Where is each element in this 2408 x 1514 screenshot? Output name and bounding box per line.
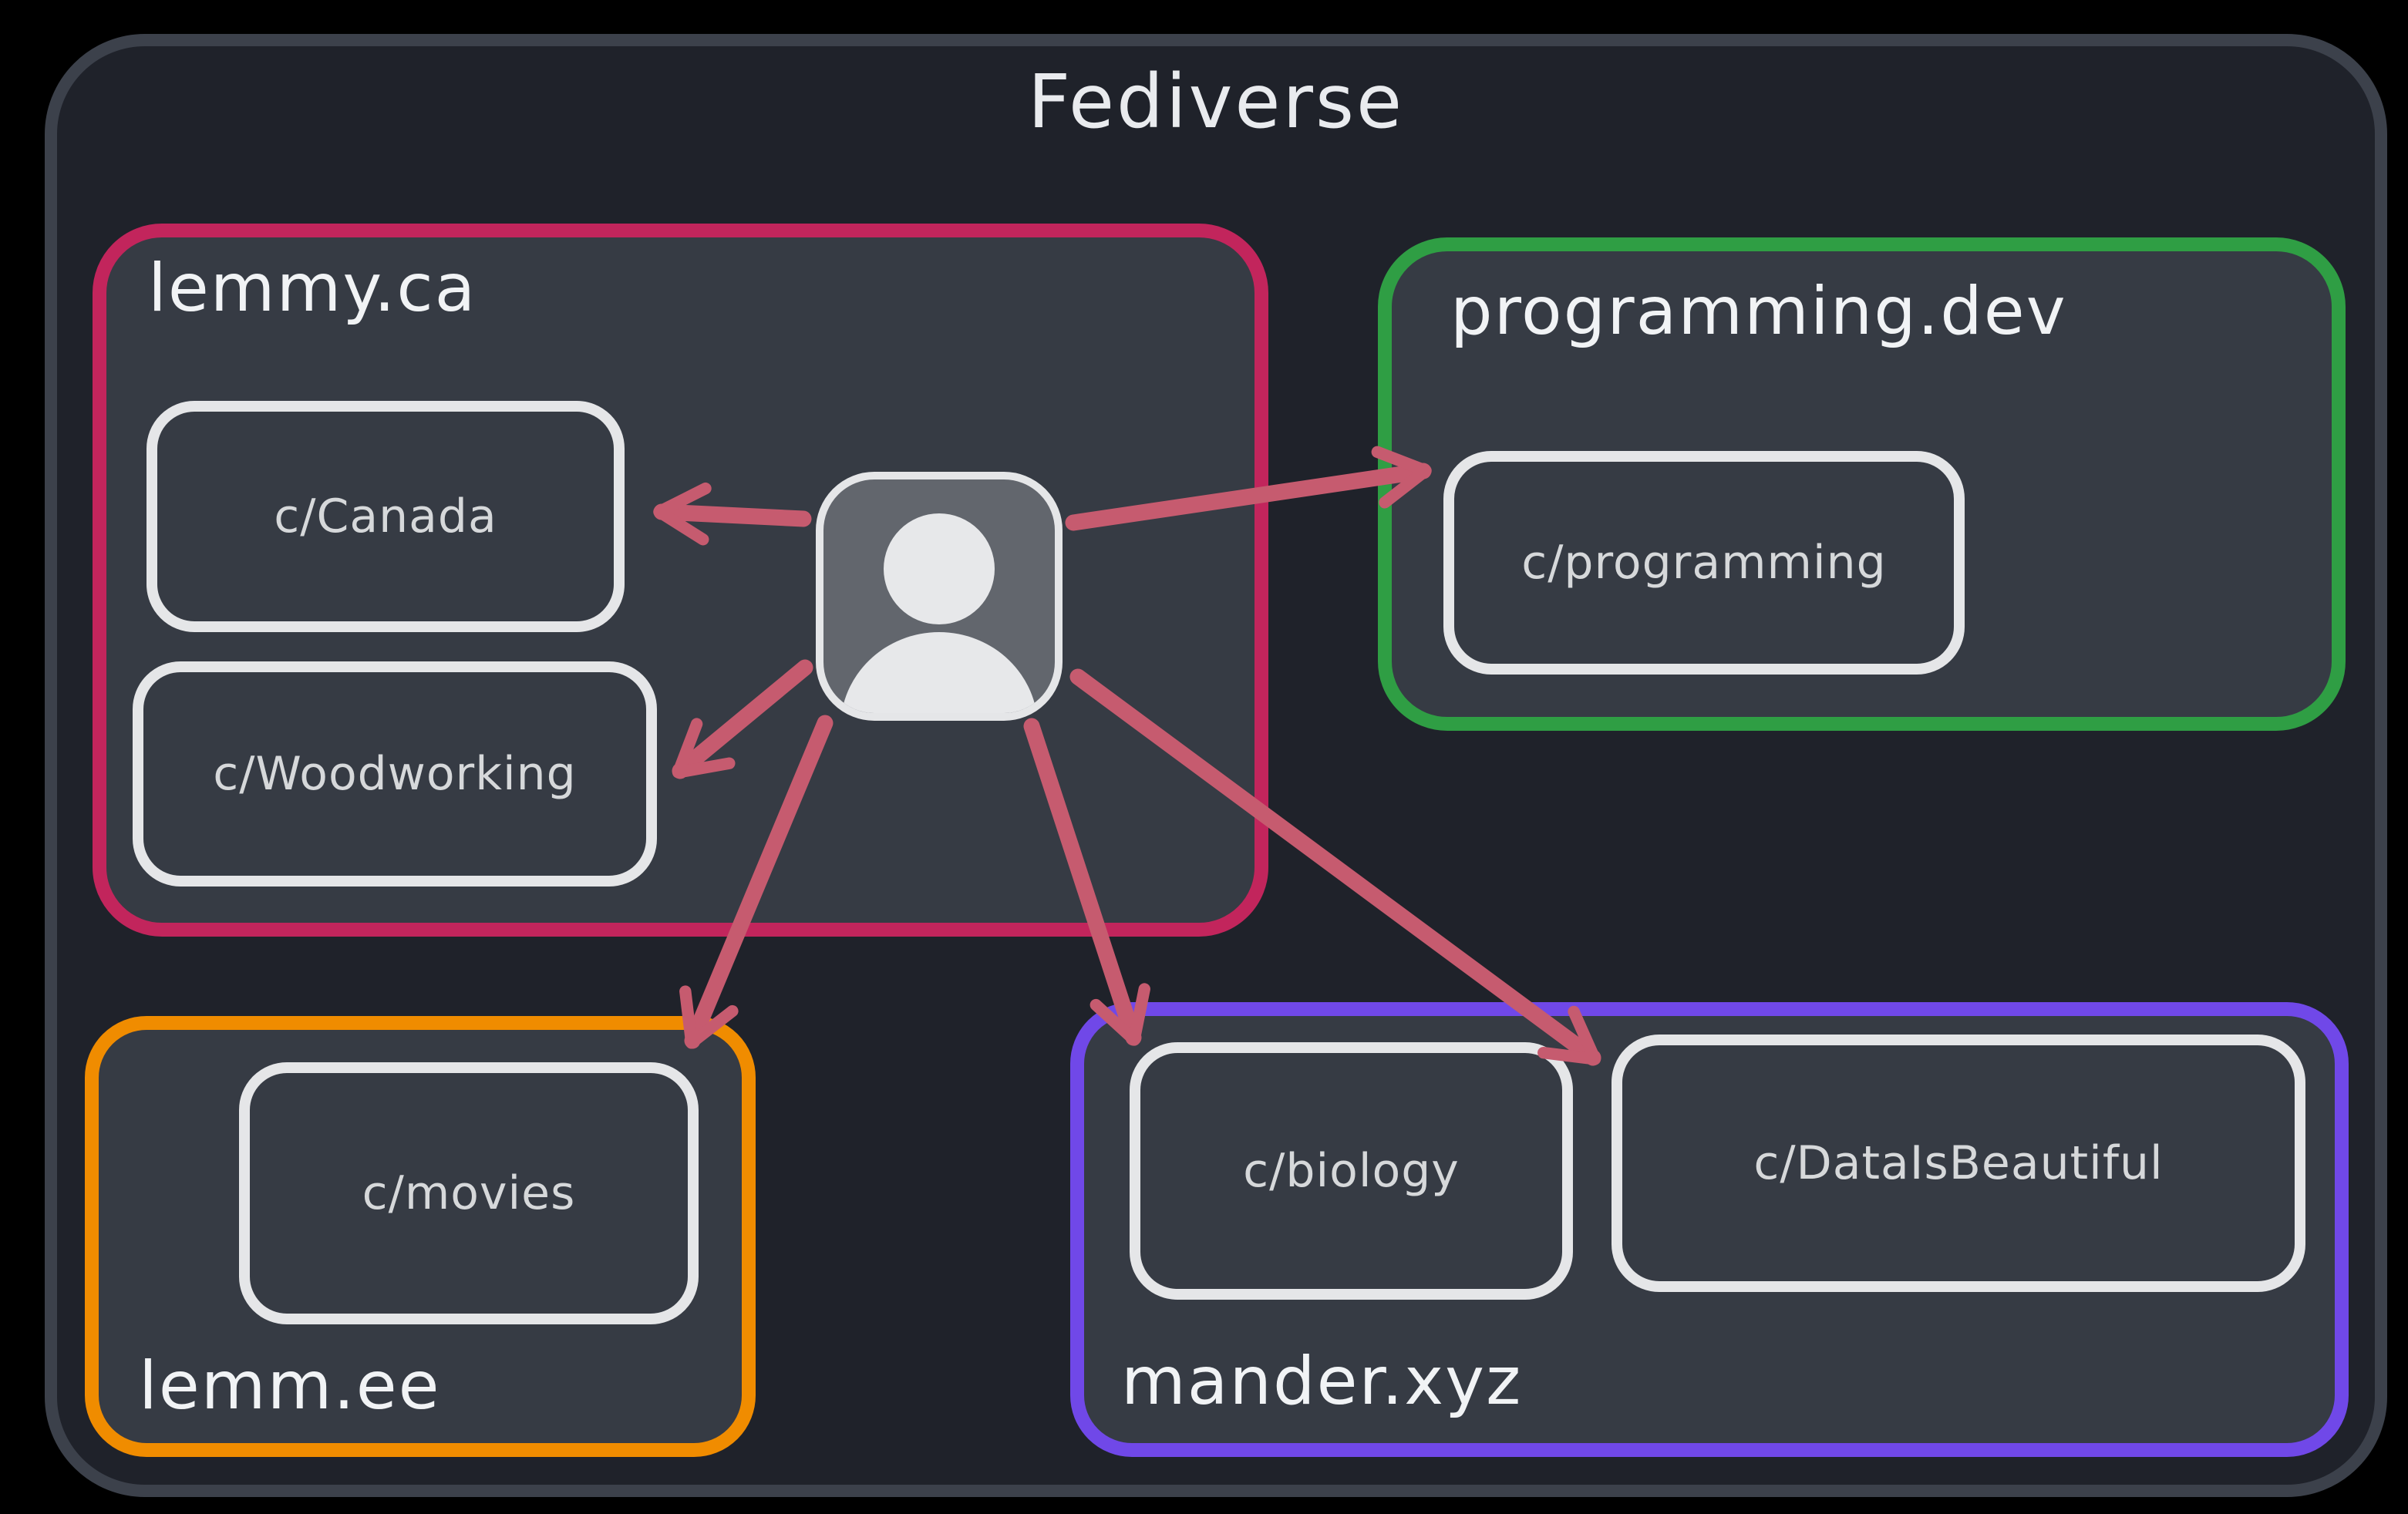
community-box-canada: c/Canada [147,401,625,632]
community-box-woodworking: c/Woodworking [133,661,657,887]
community-box-biology: c/biology [1130,1042,1573,1300]
community-label-woodworking: c/Woodworking [213,747,577,801]
community-label-movies: c/movies [362,1166,576,1220]
instance-label-lemmy-ca: lemmy.ca [148,250,477,327]
instance-label-programming-dev: programming.dev [1450,273,2067,350]
instance-box-mander-xyz: mander.xyz c/biology c/DataIsBeautiful [1070,1002,2349,1457]
community-label-programming: c/programming [1521,536,1887,590]
user-silhouette-icon [841,513,1037,713]
community-label-dataisbeautiful: c/DataIsBeautiful [1753,1136,2164,1190]
instance-box-lemm-ee: lemm.ee c/movies [85,1016,756,1457]
diagram-title: Fediverse [1027,59,1405,145]
community-box-programming: c/programming [1443,451,1965,675]
instance-box-programming-dev: programming.dev c/programming [1378,237,2346,731]
community-box-dataisbeautiful: c/DataIsBeautiful [1612,1035,2305,1292]
instance-label-lemm-ee: lemm.ee [139,1347,441,1425]
community-label-canada: c/Canada [274,490,497,543]
instance-box-lemmy-ca: lemmy.ca c/Canada c/Woodworking [93,224,1268,937]
user-avatar-icon [816,472,1063,721]
community-box-movies: c/movies [239,1062,699,1324]
instance-label-mander-xyz: mander.xyz [1121,1343,1523,1420]
community-label-biology: c/biology [1243,1144,1460,1198]
